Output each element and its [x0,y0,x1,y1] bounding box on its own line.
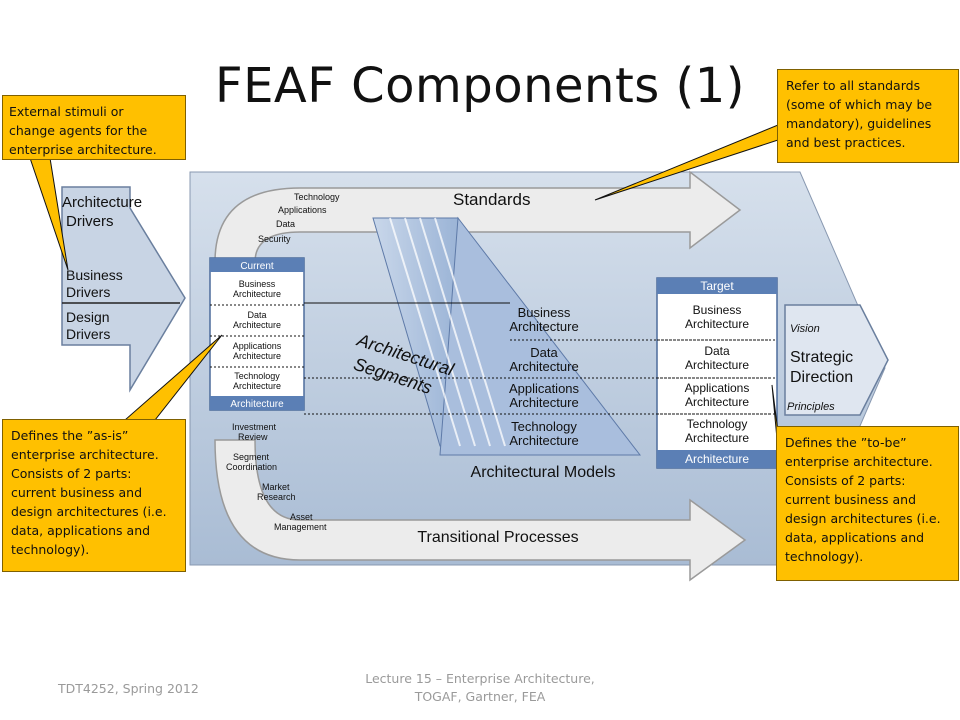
business-drivers-1: Business [66,267,123,283]
current-row-1a: Business [239,279,276,289]
model-row-2b: Architecture [509,359,578,374]
current-row-1b: Architecture [233,289,281,299]
callout-as-is-line: enterprise architecture. [11,447,159,462]
principles-label: Principles [787,401,835,413]
target-footer-label: Architecture [685,452,749,466]
segment-stripes [389,217,506,447]
design-drivers-2: Drivers [66,326,110,342]
standards-item-data: Data [276,219,295,229]
target-row-1a: Business [693,303,742,317]
callout-to-be-line: enterprise architecture. [785,454,933,469]
target-header [657,278,777,294]
trans-item-1a: Investment [232,422,277,432]
models-label: Architectural Models [471,464,616,481]
standards-item-technology: Technology [294,192,340,202]
current-header [210,258,304,272]
callout-as-is-line: data, applications and [11,523,151,538]
current-row-4a: Technology [234,371,280,381]
target-row-1b: Architecture [685,317,749,331]
current-target-connectors [304,302,770,415]
drivers-title-2: Drivers [66,213,114,230]
callout-standards-line: Refer to all standards [786,78,921,93]
footer-lecture-line-1: Lecture 15 – Enterprise Architecture, [365,671,595,686]
model-row-3a: Applications [509,381,580,396]
callout-to-be-line: data, applications and [785,530,925,545]
target-row-2b: Architecture [685,358,749,372]
callout-standards: Refer to all standards (some of which ma… [777,69,959,163]
callout-standards-line: mandatory), guidelines [786,116,932,131]
model-row-4a: Technology [511,419,577,434]
vision-arrow [784,304,889,416]
callout-drivers: External stimuli or change agents for th… [2,95,186,160]
strategic-line-1: Strategic [790,349,853,366]
target-row-4b: Architecture [685,431,749,445]
standards-item-security: Security [258,234,291,244]
trans-item-2b: Coordination [226,462,277,472]
design-drivers-1: Design [66,309,110,325]
current-footer [210,396,304,410]
drivers-title-1: Architecture [62,194,142,211]
callout-as-is: Defines the ”as-is” enterprise architect… [2,419,186,572]
footer-lecture: Lecture 15 – Enterprise Architecture, TO… [330,670,630,706]
model-row-3b: Architecture [509,395,578,410]
callout-drivers-line: change agents for the [9,123,148,138]
callout-to-be-line: current business and [785,492,917,507]
model-row-4b: Architecture [509,433,578,448]
trans-item-2a: Segment [233,452,270,462]
standards-label: Standards [453,190,531,209]
model-row-1b: Architecture [509,319,578,334]
trans-item-4b: Management [274,522,327,532]
callout-to-be-line: technology). [785,549,864,564]
model-row-2a: Data [530,345,558,360]
callout-drivers-line: enterprise architecture. [9,142,157,157]
callout-as-is-line: design architectures (i.e. [11,504,167,519]
trans-item-4a: Asset [290,512,313,522]
drivers-arrow [61,186,186,393]
callout-as-is-line: Consists of 2 parts: [11,466,132,481]
target-row-4a: Technology [687,417,748,431]
transitional-label: Transitional Processes [417,529,578,546]
target-header-label: Target [700,279,734,293]
target-row-3a: Applications [685,381,750,395]
current-footer-label: Architecture [230,399,284,410]
standards-item-applications: Applications [278,205,327,215]
vision-label: Vision [790,323,820,335]
target-row-3b: Architecture [685,395,749,409]
trans-item-3b: Research [257,492,296,502]
callout-standards-line: (some of which may be [786,97,933,112]
current-row-2b: Architecture [233,320,281,330]
current-box [209,257,305,411]
business-drivers-2: Drivers [66,284,110,300]
current-row-3a: Applications [233,341,282,351]
current-row-2a: Data [247,310,266,320]
trans-item-3a: Market [262,482,290,492]
target-box [656,277,778,469]
current-header-label: Current [240,261,274,272]
current-row-4b: Architecture [233,381,281,391]
callout-drivers-line: External stimuli or [9,104,124,119]
footer-course: TDT4252, Spring 2012 [58,681,199,696]
target-row-2a: Data [704,344,730,358]
callout-standards-line: and best practices. [786,135,906,150]
model-row-1a: Business [518,305,571,320]
callout-as-is-line: Defines the ”as-is” [11,428,129,443]
strategic-line-2: Direction [790,369,853,386]
slide-title: FEAF Components (1) [214,58,746,114]
trans-item-1b: Review [238,432,268,442]
callout-to-be-line: design architectures (i.e. [785,511,941,526]
callout-as-is-line: current business and [11,485,143,500]
callout-to-be-line: Defines the ”to-be” [785,435,907,450]
callout-to-be-line: Consists of 2 parts: [785,473,906,488]
callout-to-be: Defines the ”to-be” enterprise architect… [776,426,959,581]
callout-as-is-line: technology). [11,542,90,557]
transitional-arrow [214,439,747,582]
footer-lecture-line-2: TOGAF, Gartner, FEA [414,689,546,704]
current-row-3b: Architecture [233,351,281,361]
target-footer [657,450,777,468]
